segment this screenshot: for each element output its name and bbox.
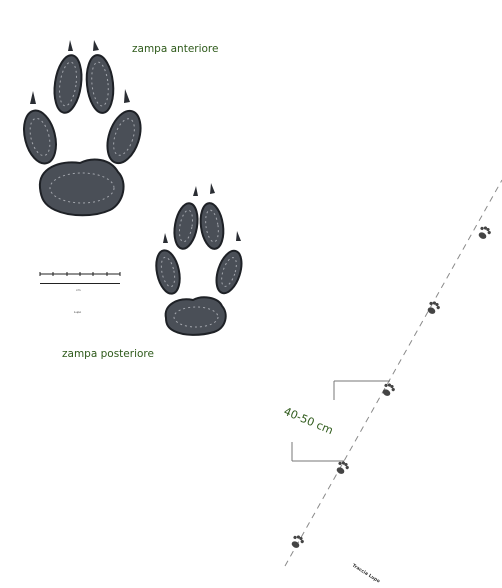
front-palm-pad (40, 160, 124, 216)
scale-caption: Lupo (74, 310, 81, 314)
trail-print-2 (334, 459, 350, 476)
trail-centerline (285, 180, 502, 566)
hind-toe-pad-3 (153, 248, 184, 296)
stride-distance-label: 40-50 cm (282, 405, 335, 437)
front-claw-3 (30, 91, 36, 104)
hind-toe-pad-4 (212, 248, 247, 297)
trail-caption: Traccia Lupo (351, 563, 381, 585)
front-paw-label: zampa anteriore (132, 43, 218, 55)
front-claw-2 (93, 40, 99, 51)
front-claw-4 (124, 89, 130, 103)
front-toe-pad-4 (101, 107, 146, 168)
hind-paw-print (153, 183, 247, 335)
hind-claw-4 (236, 231, 241, 241)
scale-unit: cm (76, 288, 81, 292)
front-paw-print (19, 40, 147, 215)
hind-toe-pad-2 (198, 202, 226, 251)
front-toe-pad-3 (19, 107, 61, 167)
hind-palm-pad (166, 297, 226, 335)
trail-print-5 (476, 224, 492, 241)
hind-claw-1 (193, 186, 198, 196)
hind-claw-2 (210, 183, 215, 194)
trail-print-1 (289, 533, 305, 550)
front-claw-1 (68, 40, 73, 51)
trail-print-3 (380, 381, 396, 398)
scale-bar: cm Lupo (40, 272, 120, 314)
hind-paw-label: zampa posteriore (62, 348, 154, 360)
trail-print-4 (425, 299, 441, 316)
hind-claw-3 (163, 233, 168, 243)
hind-toe-pad-1 (171, 201, 201, 250)
front-toe-pad-1 (51, 53, 85, 114)
trail: 40-50 cm (282, 180, 502, 584)
